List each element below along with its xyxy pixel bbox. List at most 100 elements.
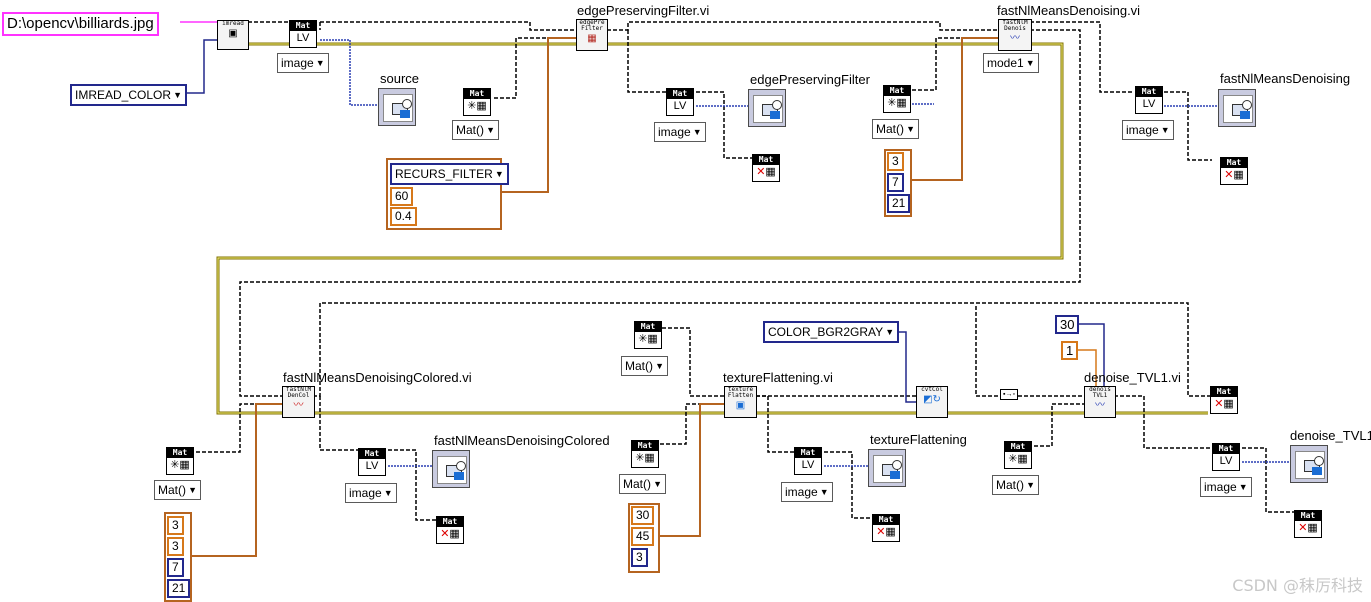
ref-wire-3 xyxy=(607,21,998,31)
mat-lv-property-4[interactable]: Mat LV xyxy=(358,448,386,476)
edge-image-indicator[interactable] xyxy=(748,89,786,127)
tex-low-threshold-field[interactable]: 30 xyxy=(631,506,655,525)
dropdown-arrow-icon: ▼ xyxy=(173,90,183,100)
nlmc-template-field[interactable]: 7 xyxy=(167,558,184,577)
image-ring-1[interactable]: image▼ xyxy=(277,53,329,73)
ref-wire-15 xyxy=(388,449,436,521)
nlm-h-field[interactable]: 3 xyxy=(887,152,904,171)
ref-wire-12 xyxy=(912,37,998,91)
mat-release-4[interactable]: Mat ✕▦ xyxy=(436,516,464,544)
nlm-header: fastNlM Denois xyxy=(1002,19,1028,32)
nlm-template-field[interactable]: 7 xyxy=(887,173,904,192)
source-image-indicator[interactable] xyxy=(378,88,416,126)
nlmc-h-field[interactable]: 3 xyxy=(167,516,184,535)
mat-constructor-5[interactable]: Mat ✳▦ xyxy=(631,440,659,468)
ref-wire-9 xyxy=(494,37,577,99)
image-ring-2[interactable]: image▼ xyxy=(654,122,706,142)
image-ring-label: image xyxy=(349,486,382,500)
mat-header: Mat xyxy=(1211,387,1237,397)
mat-release-2[interactable]: Mat ✕▦ xyxy=(752,154,780,182)
mat-ctor-ring-3[interactable]: Mat()▼ xyxy=(154,480,201,500)
mat-header: Mat xyxy=(464,89,490,99)
dropdown-arrow-icon: ▼ xyxy=(1025,58,1035,68)
nlmc-search-field[interactable]: 21 xyxy=(167,579,191,598)
ref-wire-6 xyxy=(1030,21,1134,93)
ref-wire-17 xyxy=(660,403,724,445)
tex-params-cluster: 30 45 3 xyxy=(628,503,660,573)
mat-release-6[interactable]: Mat ✕▦ xyxy=(1210,386,1238,414)
mat-lv-property-2[interactable]: Mat LV xyxy=(666,88,694,116)
grid-icon: ✳▦ xyxy=(887,97,907,109)
tvl1-vi[interactable]: denois TVL1 〰 xyxy=(1084,386,1116,418)
mat-constructor-2[interactable]: Mat ✳▦ xyxy=(883,85,911,113)
release-icon: ✕▦ xyxy=(756,166,776,178)
texture-icon: ▣ xyxy=(735,400,746,411)
nlmc-params-cluster: 3 3 7 21 xyxy=(164,512,192,602)
mat-ctor-label: Mat() xyxy=(158,483,186,497)
edge-filter-params-cluster: RECURS_FILTER▼ 60 0.4 xyxy=(386,158,509,230)
cvt-color-vi[interactable]: cvtCol ◩↻ xyxy=(916,386,948,418)
mat-release-3[interactable]: Mat ✕▦ xyxy=(1220,157,1248,185)
edge-flag-ring[interactable]: RECURS_FILTER▼ xyxy=(390,163,509,185)
grid-icon: ✳▦ xyxy=(635,452,655,464)
tex-high-threshold-field[interactable]: 45 xyxy=(631,527,655,546)
ref-wire-21 xyxy=(1114,395,1212,449)
lv-label: LV xyxy=(1142,98,1156,110)
mat-ctor-label: Mat() xyxy=(625,359,653,373)
cvt-code-ring[interactable]: COLOR_BGR2GRAY▼ xyxy=(763,321,900,343)
tex-kernel-field[interactable]: 3 xyxy=(631,548,648,567)
imread-mode-ring[interactable]: IMREAD_COLOR▼ xyxy=(70,84,188,106)
mat-header: Mat xyxy=(635,322,661,332)
nlm-image-indicator[interactable] xyxy=(1218,89,1256,127)
mat-header: Mat xyxy=(667,89,693,99)
mat-constructor-3[interactable]: Mat ✳▦ xyxy=(166,447,194,475)
mat-ctor-ring-4[interactable]: Mat()▼ xyxy=(621,356,668,376)
edge-indicator-label: edgePreservingFilter xyxy=(750,72,870,87)
mat-ctor-ring-2[interactable]: Mat()▼ xyxy=(872,119,919,139)
tex-vi[interactable]: texture Flatten ▣ xyxy=(724,386,757,418)
dropdown-arrow-icon: ▼ xyxy=(885,327,895,337)
image-ring-4[interactable]: image▼ xyxy=(345,483,397,503)
mat-header: Mat xyxy=(753,155,779,165)
tvl1-niters-field[interactable]: 1 xyxy=(1061,341,1079,360)
mat-release-5[interactable]: Mat ✕▦ xyxy=(872,514,900,542)
nlm-vi[interactable]: fastNlM Denois 〰 xyxy=(998,19,1032,51)
mat-constructor-4[interactable]: Mat ✳▦ xyxy=(634,321,662,349)
nlmc-hcolor-field[interactable]: 3 xyxy=(167,537,184,556)
mat-lv-property-6[interactable]: Mat LV xyxy=(1212,443,1240,471)
nlmc-vi[interactable]: fastNlM DenCol 〰 xyxy=(282,386,315,418)
lv-label: LV xyxy=(365,460,379,472)
mat-ctor-ring-5[interactable]: Mat()▼ xyxy=(619,474,666,494)
mat-lv-property-3[interactable]: Mat LV xyxy=(1135,86,1163,114)
lv-label: LV xyxy=(1219,455,1233,467)
edge-filter-vi[interactable]: edgePre Filter ▦ xyxy=(576,19,608,51)
tex-header: texture Flatten xyxy=(727,386,754,399)
mat-constructor-1[interactable]: Mat ✳▦ xyxy=(463,88,491,116)
sigma-s-field[interactable]: 60 xyxy=(390,187,414,206)
sigma-r-field[interactable]: 0.4 xyxy=(390,207,417,226)
mat-ctor-ring-6[interactable]: Mat()▼ xyxy=(992,475,1039,495)
image-ring-5[interactable]: image▼ xyxy=(781,482,833,502)
nlmc-image-indicator[interactable] xyxy=(432,450,470,488)
imread-vi[interactable]: imread ▣ xyxy=(217,20,249,50)
image-ring-label: image xyxy=(658,125,691,139)
mat-release-7[interactable]: Mat ✕▦ xyxy=(1294,510,1322,538)
mat-ctor-ring-1[interactable]: Mat()▼ xyxy=(452,120,499,140)
mat-lv-property-1[interactable]: Mat LV xyxy=(289,20,317,48)
mat-header: Mat xyxy=(632,441,658,451)
image-ring-3[interactable]: image▼ xyxy=(1122,120,1174,140)
image-ring-6[interactable]: image▼ xyxy=(1200,477,1252,497)
file-path-constant[interactable]: D:\opencv\billiards.jpg xyxy=(2,12,159,36)
mat-lv-property-5[interactable]: Mat LV xyxy=(794,447,822,475)
nlm-indicator-label: fastNlMeansDenoising xyxy=(1220,71,1351,86)
tex-image-indicator[interactable] xyxy=(868,449,906,487)
tvl1-lambda-field[interactable]: 30 xyxy=(1055,315,1080,334)
tvl1-image-indicator[interactable] xyxy=(1290,445,1328,483)
mat-constructor-6[interactable]: Mat ✳▦ xyxy=(1004,441,1032,469)
nlm-search-field[interactable]: 21 xyxy=(887,194,911,213)
ref-wire-10 xyxy=(627,30,666,93)
grid-icon: ✳▦ xyxy=(467,100,487,112)
nlm-mode-ring[interactable]: mode1▼ xyxy=(983,53,1039,73)
dropdown-arrow-icon: ▼ xyxy=(1160,125,1170,135)
